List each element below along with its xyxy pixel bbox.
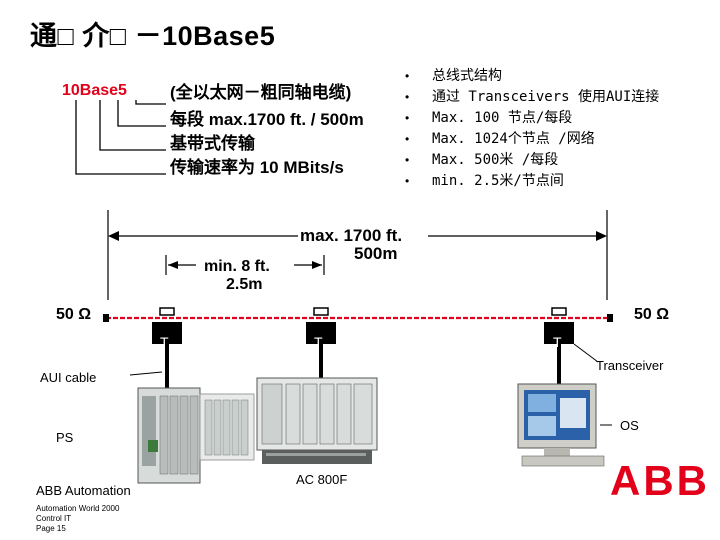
- terminator-right-label: 50 Ω: [634, 306, 670, 323]
- os-label: OS: [620, 418, 639, 433]
- transceiver-label: Transceiver: [596, 358, 664, 373]
- footer-line: Automation World 2000: [36, 504, 120, 513]
- footer-company: ABB Automation: [36, 483, 131, 498]
- min-length-m-label: 2.5m: [226, 276, 263, 293]
- arrowhead: [312, 261, 322, 269]
- desc-line-4: 传输速率为 10 MBits/s: [170, 158, 344, 177]
- tap-label: T: [553, 334, 562, 350]
- bracket-line: [75, 100, 166, 175]
- tap-label: T: [160, 334, 169, 350]
- controller-rack-image: [137, 387, 255, 484]
- min-length-label: min. 8 ft.: [204, 258, 270, 275]
- footer-line: Page 15: [36, 524, 66, 533]
- transceiver-pointer: [573, 343, 599, 363]
- max-length-label: max. 1700 ft.: [300, 226, 403, 245]
- workstation-image: [517, 383, 605, 467]
- bullet-list: •总线式结构 •通过 Transceivers 使用AUI连接 •Max. 10…: [405, 66, 659, 192]
- bullet-dot: •: [405, 132, 410, 146]
- bullet-item: •Max. 1024个节点 /网络: [405, 129, 659, 150]
- tap-connector: [152, 307, 182, 344]
- footer-line: Control IT: [36, 514, 72, 523]
- bracket-line: [99, 100, 166, 151]
- bullet-dot: •: [405, 69, 410, 83]
- max-length-m-label: 500m: [354, 244, 398, 263]
- bracket-line: [135, 100, 166, 105]
- arrowhead: [168, 261, 178, 269]
- bullet-dot: •: [405, 111, 410, 125]
- tap-label: T: [314, 334, 323, 350]
- bullet-item: •Max. 100 节点/每段: [405, 108, 659, 129]
- tap-connector: [306, 307, 336, 344]
- bullet-item: •Max. 500米 /每段: [405, 150, 659, 171]
- abb-logo: ABB: [610, 460, 710, 502]
- footer-notes: Automation World 2000 Control IT Page 15: [36, 504, 119, 534]
- terminator-right: [607, 314, 613, 322]
- desc-line-3: 基带式传输: [170, 134, 255, 153]
- terminator-left: [103, 314, 109, 322]
- aui-pointer: [129, 371, 163, 376]
- bullet-dot: •: [405, 174, 410, 188]
- slide-title: 通□ 介□ －10Base5: [30, 21, 276, 51]
- aui-cable-label: AUI cable: [40, 370, 97, 385]
- bullet-item: •总线式结构: [405, 66, 659, 87]
- bullet-dot: •: [405, 90, 410, 104]
- bullet-item: •min. 2.5米/节点间: [405, 171, 659, 192]
- label-10base5: 10Base5: [62, 82, 127, 99]
- desc-line-1: (全以太网－粗同轴电缆): [170, 83, 352, 102]
- bullet-dot: •: [405, 153, 410, 167]
- desc-line-2: 每段 max.1700 ft. / 500m: [170, 110, 364, 129]
- terminator-left-label: 50 Ω: [56, 306, 92, 323]
- bracket-line: [117, 100, 166, 127]
- ps-label: PS: [56, 430, 74, 445]
- bullet-item: •通过 Transceivers 使用AUI连接: [405, 87, 659, 108]
- ac800f-image: [256, 377, 378, 464]
- abb-logo-text: ABB: [610, 457, 710, 504]
- ac800f-label: AC 800F: [296, 472, 348, 487]
- tap-connector: [544, 307, 574, 344]
- arrowhead: [596, 231, 607, 241]
- arrowhead: [108, 231, 119, 241]
